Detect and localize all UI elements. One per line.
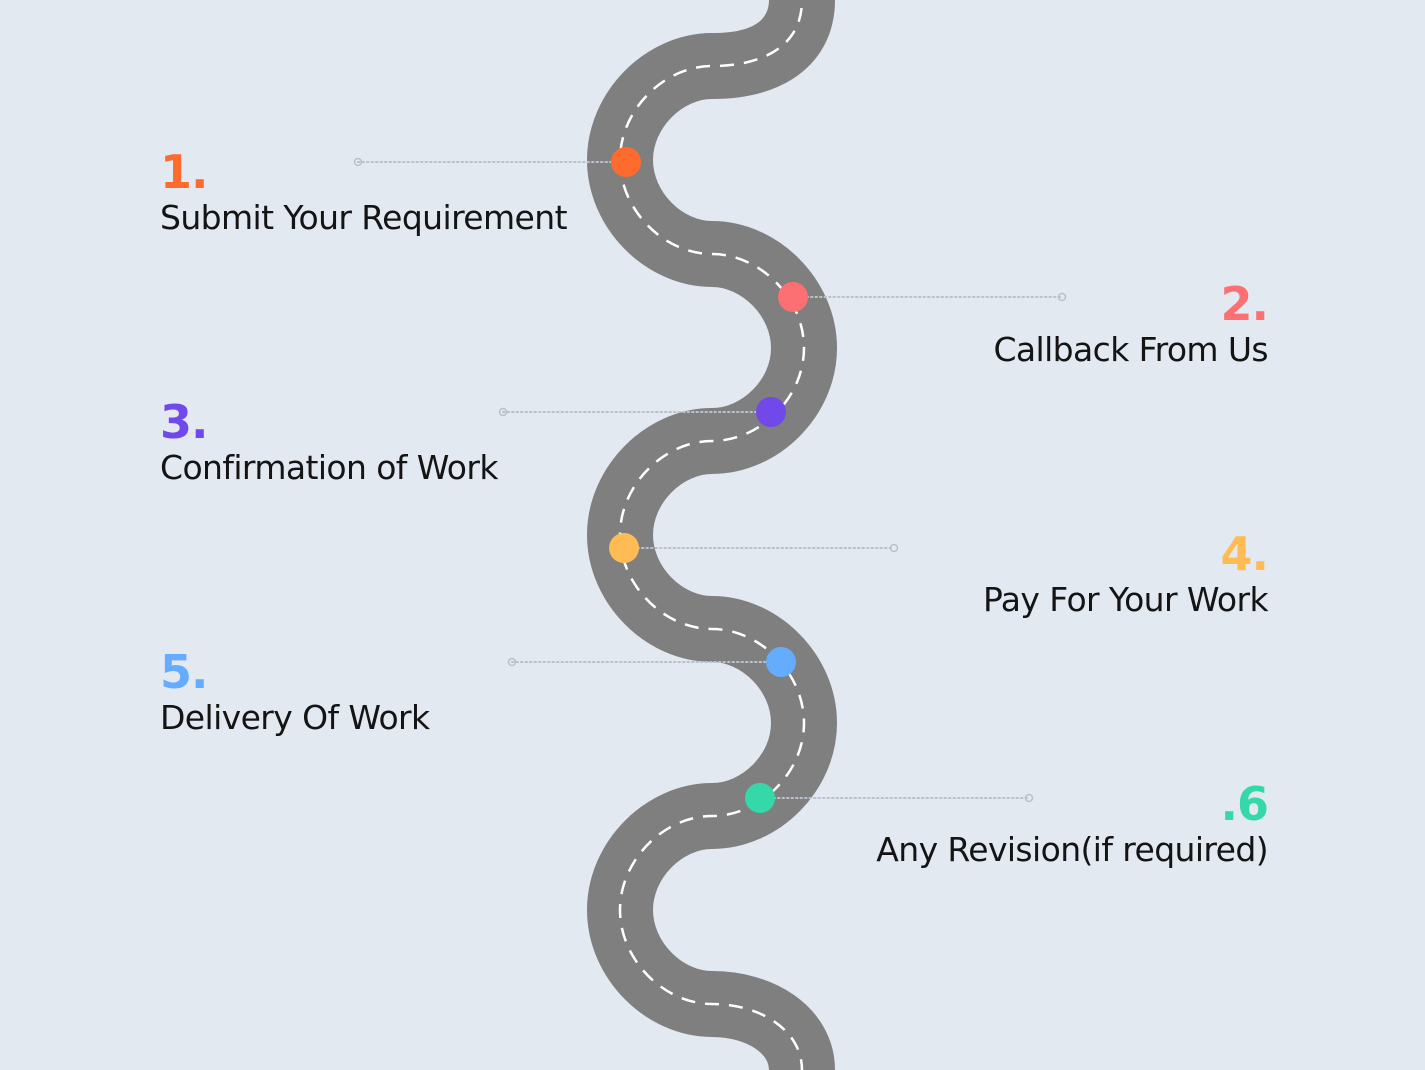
step-3-marker-dot bbox=[756, 397, 786, 427]
step-markers bbox=[609, 147, 808, 813]
step-1: 1. Submit Your Requirement bbox=[160, 145, 568, 238]
step-5-label: Delivery Of Work bbox=[160, 698, 430, 737]
step-4-number: 4. bbox=[1220, 527, 1269, 581]
step-4-leader-end bbox=[889, 543, 899, 553]
leader-lines bbox=[353, 157, 1067, 803]
step-6-leader-end bbox=[1024, 793, 1034, 803]
step-1-label: Submit Your Requirement bbox=[160, 198, 568, 237]
winding-road bbox=[587, 0, 837, 1070]
step-6: .6 Any Revision(if required) bbox=[876, 777, 1269, 870]
step-6-label: Any Revision(if required) bbox=[876, 830, 1268, 869]
step-2-leader-end bbox=[1057, 292, 1067, 302]
step-1-leader-end bbox=[353, 157, 363, 167]
step-3-leader-end bbox=[498, 407, 508, 417]
step-2-number: 2. bbox=[1220, 277, 1269, 331]
step-5-marker-dot bbox=[766, 647, 796, 677]
step-1-number: 1. bbox=[160, 145, 208, 199]
step-4-marker-dot bbox=[609, 533, 639, 563]
step-3-label: Confirmation of Work bbox=[160, 448, 498, 487]
step-3: 3. Confirmation of Work bbox=[160, 396, 498, 488]
step-2: 2. Callback From Us bbox=[993, 277, 1269, 370]
road-surface bbox=[587, 0, 837, 1070]
step-2-marker-dot bbox=[778, 282, 808, 312]
step-4-label: Pay For Your Work bbox=[982, 580, 1269, 619]
step-5-number: 5. bbox=[160, 645, 208, 699]
step-5-leader-end bbox=[507, 657, 517, 667]
step-6-number: .6 bbox=[1220, 777, 1269, 831]
step-1-marker-dot bbox=[611, 147, 641, 177]
step-3-number: 3. bbox=[160, 395, 208, 449]
step-6-marker-dot bbox=[745, 783, 775, 813]
step-2-label: Callback From Us bbox=[993, 330, 1268, 369]
step-4: 4. Pay For Your Work bbox=[982, 527, 1269, 620]
step-5: 5. Delivery Of Work bbox=[160, 646, 430, 738]
